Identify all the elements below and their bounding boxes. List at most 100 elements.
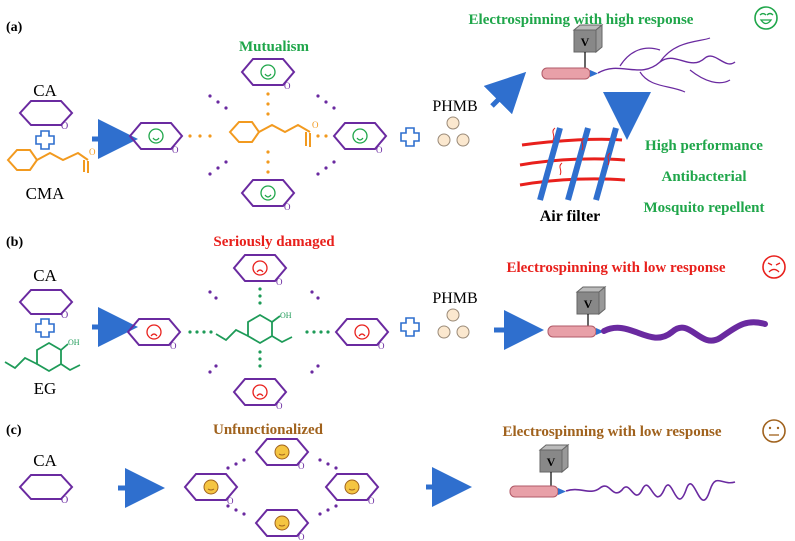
benefit-mosquito-repellent: Mosquito repellent	[644, 200, 765, 216]
electrospinning-setup-b: V	[547, 285, 768, 344]
air-filter-label: Air filter	[540, 208, 601, 225]
neutral-face-icon	[203, 479, 219, 495]
sad-face-icon	[354, 324, 370, 340]
svg-text:V: V	[584, 297, 593, 311]
panel-c-label: (c)	[6, 423, 22, 438]
benefit-antibacterial: Antibacterial	[662, 169, 747, 185]
purple-dots-b	[208, 290, 320, 374]
neutral-face-icon	[274, 515, 290, 531]
thin-fiber-c	[565, 479, 736, 501]
syringe	[541, 67, 591, 80]
cma-label: CMA	[26, 184, 65, 203]
svg-text:OH: OH	[280, 311, 292, 320]
svg-text:O: O	[61, 121, 68, 132]
neutral-face-icon	[762, 419, 786, 443]
ca-ring-b: O	[18, 289, 74, 321]
panel-b: (b) Seriously damaged Electrospinning wi…	[4, 234, 786, 411]
ca-label-b: CA	[33, 266, 57, 285]
interaction-dots-a	[188, 92, 328, 174]
svg-text:V: V	[547, 455, 556, 469]
svg-text:O: O	[276, 277, 283, 287]
svg-text:O: O	[61, 310, 68, 321]
ca-ring-right-b: O	[334, 318, 390, 351]
svg-text:O: O	[227, 496, 234, 506]
happy-face-icon	[260, 185, 276, 201]
panel-c: (c) Unfunctionalized Electrospinning wit…	[6, 419, 786, 541]
panel-b-title: Seriously damaged	[213, 234, 335, 250]
panel-a-electrospinning-label: Electrospinning with high response	[469, 12, 694, 28]
panel-a-title: Mutualism	[239, 39, 310, 55]
happy-face-icon	[148, 128, 164, 144]
thick-fiber-b	[601, 319, 768, 344]
happy-face-icon	[260, 64, 276, 80]
svg-text:O: O	[298, 532, 305, 541]
ca-ring-bottom-b: O	[232, 378, 288, 411]
eg-molecule-center: OH	[215, 311, 293, 345]
svg-text:O: O	[284, 81, 291, 91]
ca-ring-left-b: O	[126, 318, 182, 351]
neutral-face-icon	[274, 444, 290, 460]
ca-ring-top-b: O	[232, 254, 288, 287]
neutral-face-icon	[344, 479, 360, 495]
benefit-high-performance: High performance	[645, 138, 763, 154]
purple-dots-a	[208, 94, 336, 176]
ca-ring-top-a: O	[240, 58, 296, 91]
cma-molecule-center: O	[228, 120, 319, 147]
ca-ring-bottom-c: O	[254, 509, 310, 541]
panel-b-label: (b)	[6, 235, 23, 250]
svg-text:O: O	[89, 147, 96, 157]
ca-label-a: CA	[33, 81, 57, 100]
panel-a: (a) Mutualism Electrospinning with high …	[6, 6, 778, 225]
phmb-particles-b	[437, 308, 470, 339]
sad-face-icon	[762, 255, 786, 279]
phmb-particles-a	[437, 116, 470, 147]
svg-text:O: O	[276, 401, 283, 411]
panel-b-electrospinning-label: Electrospinning with low response	[506, 260, 725, 276]
svg-text:O: O	[368, 496, 375, 506]
ca-ring-right-a: O	[332, 122, 388, 155]
panel-c-electrospinning-label: Electrospinning with low response	[502, 424, 721, 440]
ca-ring-a: O	[18, 100, 74, 132]
fiber-jet-a	[597, 55, 736, 74]
eg-molecule: OH	[4, 338, 81, 373]
eg-label: EG	[34, 379, 57, 398]
panel-a-label: (a)	[6, 20, 23, 35]
syringe	[547, 325, 597, 338]
happy-face-icon	[352, 128, 368, 144]
svg-text:O: O	[170, 341, 177, 351]
svg-text:O: O	[298, 461, 305, 471]
purple-dots-c	[226, 458, 338, 516]
svg-text:O: O	[378, 341, 385, 351]
plus-icon-b2	[400, 317, 420, 337]
svg-text:O: O	[312, 120, 319, 130]
plus-icon-a	[35, 130, 55, 150]
ca-ring-left-c: O	[183, 473, 239, 506]
syringe	[509, 485, 559, 498]
electrospinning-setup-a: V	[541, 23, 736, 93]
svg-text:OH: OH	[68, 338, 80, 347]
ca-label-c: CA	[33, 451, 57, 470]
svg-text:O: O	[61, 495, 68, 506]
plus-icon-b	[35, 318, 55, 338]
air-filter-mesh	[519, 127, 626, 201]
sad-face-icon	[252, 260, 268, 276]
interaction-dots-b	[188, 287, 330, 368]
ca-ring-left-a: O	[128, 122, 184, 155]
svg-text:O: O	[172, 145, 179, 155]
sad-face-icon	[146, 324, 162, 340]
electrospinning-setup-c: V	[509, 443, 736, 501]
ca-ring-bottom-a: O	[240, 179, 296, 212]
svg-text:O: O	[284, 202, 291, 212]
phmb-label-b: PHMB	[432, 290, 477, 307]
ca-ring-right-c: O	[324, 473, 380, 506]
electrospin-arrow-a	[483, 71, 527, 115]
happy-face-icon	[754, 6, 778, 30]
svg-text:V: V	[581, 35, 590, 49]
ca-ring-top-c: O	[254, 438, 310, 471]
svg-text:O: O	[376, 145, 383, 155]
panel-c-title: Unfunctionalized	[213, 422, 324, 438]
phmb-label-a: PHMB	[432, 98, 477, 115]
cma-molecule: O	[6, 147, 96, 173]
plus-icon-a2	[400, 127, 420, 147]
